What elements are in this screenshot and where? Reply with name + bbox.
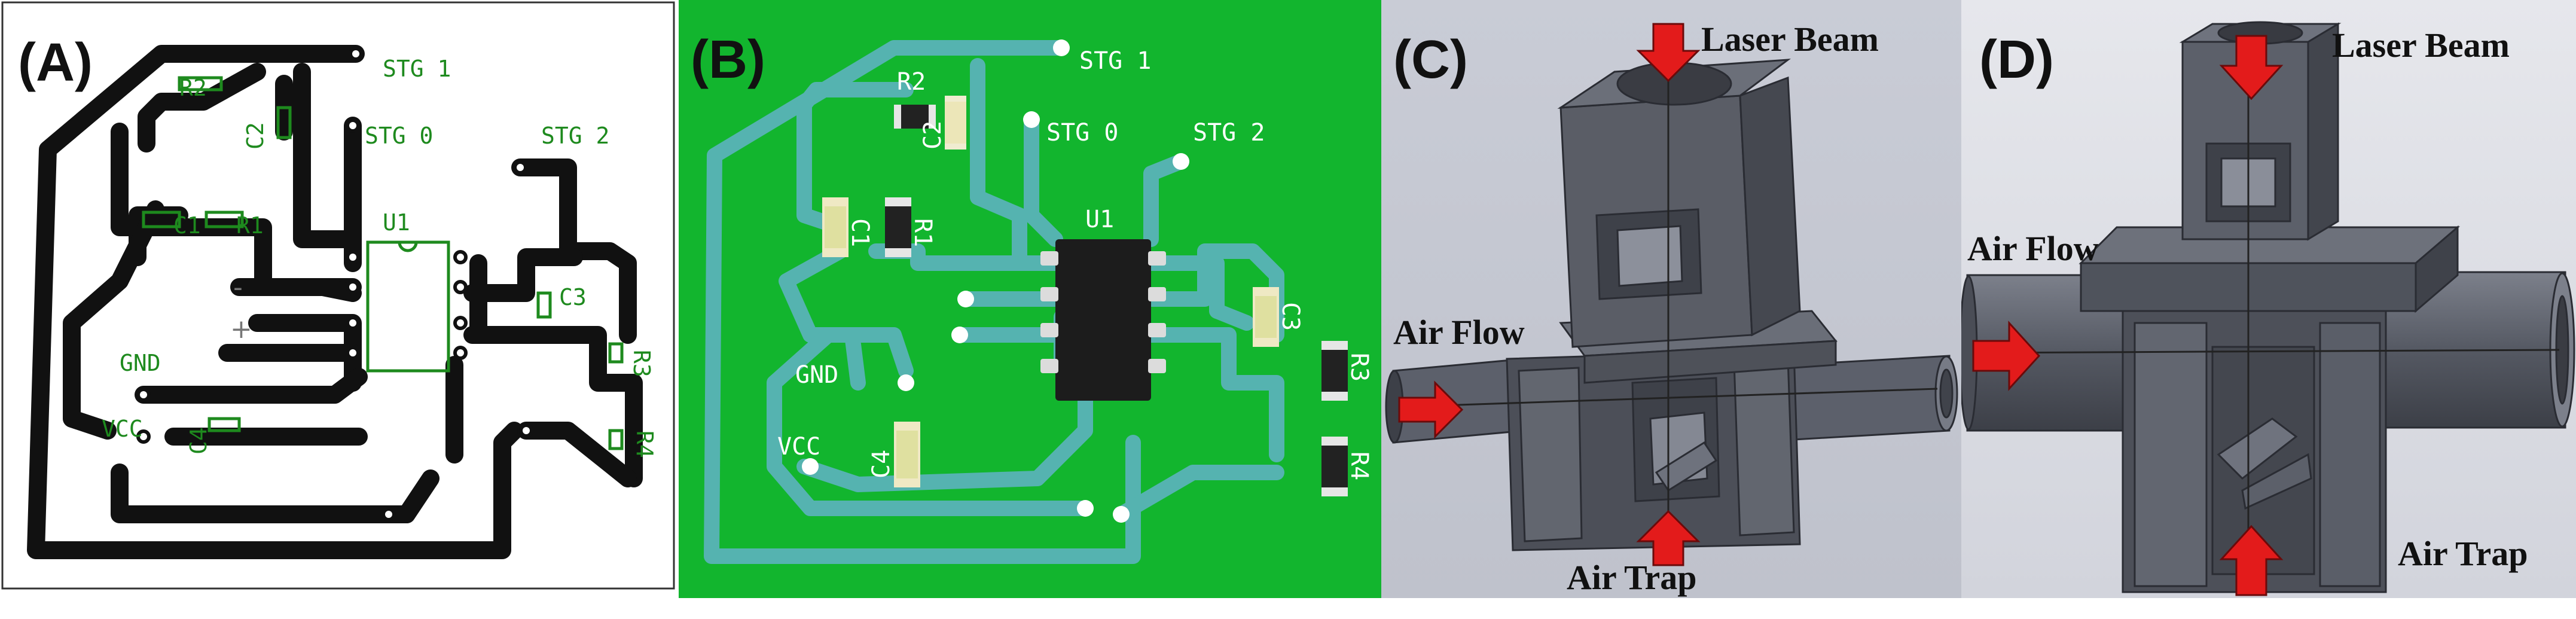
panel-c-label: (C) [1393, 30, 1468, 90]
c-laser-label: Laser Beam [1701, 20, 1879, 59]
panel-b-pcb-render: STG 1 STG 0 STG 2 R2 C2 C1 R1 U1 C3 R3 R… [679, 0, 1381, 619]
a-plus-label: + [230, 314, 252, 344]
b-u1-label: U1 [1085, 206, 1114, 233]
a-stg1-label: STG 1 [383, 56, 451, 82]
airtrap-arrow-icon [1636, 510, 1701, 566]
c3-part [1253, 287, 1279, 347]
b-c2-label: C2 [919, 121, 947, 150]
laser-arrow-icon [2219, 35, 2284, 100]
panel-a-label: (A) [18, 33, 93, 93]
d-airtrap-label: Air Trap [2398, 534, 2528, 573]
r4-part [1321, 437, 1348, 496]
c-airflow-label: Air Flow [1393, 313, 1525, 352]
panel-b-label: (B) [691, 30, 765, 90]
a-c3-label: C3 [559, 284, 587, 310]
d-laser-label: Laser Beam [2332, 26, 2510, 65]
arrow-icons-d [1972, 35, 2284, 596]
u1-chip [1040, 239, 1166, 401]
r3-part [1321, 341, 1348, 401]
u1-outline [366, 240, 450, 373]
b-c3-label: C3 [1277, 302, 1304, 331]
airflow-arrow-icon [1972, 321, 2041, 391]
panel-c-chamber-3d: Laser Beam Air Flow Air Trap (C) [1381, 0, 1961, 619]
arrow-icons-c [1398, 23, 1701, 566]
airtrap-arrow-icon [2219, 525, 2284, 596]
panel-d-label: (D) [1979, 30, 2054, 90]
c2-part [945, 96, 966, 150]
a-vcc-label: VCC [102, 416, 143, 442]
laser-arrow-icon [1636, 23, 1701, 83]
b-r1-label: R1 [909, 218, 936, 247]
b-r2-label: R2 [897, 68, 926, 96]
pads [136, 47, 533, 522]
airflow-line-d [1973, 349, 2560, 354]
a-u1-label: U1 [383, 209, 410, 236]
smd-parts [822, 96, 1348, 496]
a-gnd-label: GND [120, 350, 161, 376]
b-c4-label: C4 [868, 450, 895, 478]
vias [802, 39, 1189, 523]
b-stg0-label: STG 0 [1046, 119, 1118, 147]
airflow-line-c [1405, 388, 1938, 408]
a-c4-label: C4 [185, 427, 212, 455]
b-r3-label: R3 [1345, 353, 1373, 382]
b-gnd-label: GND [795, 361, 838, 389]
r2-part [894, 105, 936, 129]
b-c1-label: C1 [846, 218, 874, 247]
a-stg0-label: STG 0 [365, 123, 433, 149]
b-stg2-label: STG 2 [1193, 119, 1265, 147]
panel-d-chamber-front: Laser Beam Air Flow Air Trap (D) [1961, 0, 2576, 619]
a-r3-label: R3 [628, 350, 655, 377]
a-c1-label: C1 [173, 212, 201, 239]
c4-part [894, 422, 920, 487]
a-r2-label: R2 [179, 75, 207, 101]
b-vcc-label: VCC [777, 433, 820, 461]
panel-a-pcb-layout: STG 1 STG 0 STG 2 R2 C2 C1 R1 U1 C3 R3 R… [0, 0, 679, 619]
b-r4-label: R4 [1345, 452, 1373, 480]
d-airflow-label: Air Flow [1967, 229, 2099, 268]
silkscreen [142, 76, 624, 450]
c-airtrap-label: Air Trap [1567, 558, 1697, 597]
a-r1-label: R1 [236, 212, 264, 239]
a-c2-label: C2 [242, 122, 268, 150]
a-stg2-label: STG 2 [541, 123, 609, 149]
a-r4-label: R4 [631, 431, 658, 458]
b-stg1-label: STG 1 [1079, 47, 1151, 75]
r1-part [885, 197, 911, 257]
a-minus-label: - [233, 272, 243, 303]
airflow-arrow-icon [1398, 380, 1464, 439]
c1-part [822, 197, 849, 257]
